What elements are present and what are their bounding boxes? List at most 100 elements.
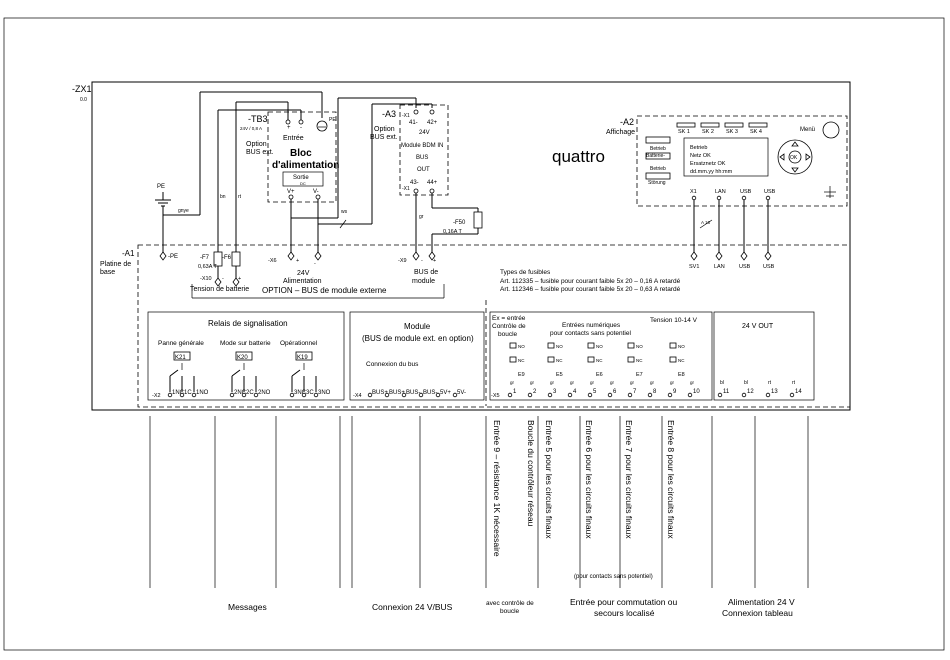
terminal-icon xyxy=(401,392,407,398)
pe-main-group: PE -PE gnye xyxy=(155,91,323,261)
terminal-icon xyxy=(229,392,235,398)
terminal-icon xyxy=(716,195,722,201)
label-messages: Messages xyxy=(228,602,267,612)
fuse-f50 xyxy=(473,211,483,229)
out-term-4: 14 xyxy=(795,389,802,395)
zx1-sub: 0.0 xyxy=(80,97,87,103)
fuses-f7-f6: -F7 0,63A T -F6 -X10 - + Tension de batt… xyxy=(190,251,249,293)
relais-block: Relais de signalisation Panne généraleK2… xyxy=(147,311,345,401)
tb3-v-minus: V- xyxy=(313,189,319,195)
nc-contact-icon xyxy=(587,356,595,363)
out-wire-4: rt xyxy=(792,380,796,386)
a2-menu: Menü xyxy=(800,127,815,133)
input-term-2: 2 xyxy=(533,389,537,395)
terminal-icon xyxy=(301,392,307,398)
no-contact-icon xyxy=(669,342,677,349)
input-wire-3: gr xyxy=(550,380,555,385)
a2-affichage: Affichage xyxy=(606,129,635,136)
module-sub: (BUS de module ext. en option) xyxy=(362,334,474,343)
terminal-icon xyxy=(384,392,390,398)
inputs-title1: Entrées numériques xyxy=(562,322,621,329)
port-bottom-1: SV1 xyxy=(689,264,699,270)
led-betrieb: Betrieb xyxy=(650,146,666,152)
terminal-icon xyxy=(452,392,458,398)
terminal-icon xyxy=(667,392,673,398)
relay-ref-2: K20 xyxy=(237,355,248,361)
terminal-icon xyxy=(253,392,259,398)
led-batterie-2: Betrieb xyxy=(650,166,666,172)
module-block: Module (BUS de module ext. en option) Co… xyxy=(349,311,485,401)
x10-minus: - xyxy=(222,276,224,282)
wire-rt: rt xyxy=(238,194,242,200)
sk-key-icon xyxy=(724,122,744,128)
relais-group-name-2: Mode sur batterie xyxy=(220,340,271,347)
option-bus-label: OPTION – BUS de module externe xyxy=(262,286,387,295)
a2-ref: -A2 xyxy=(620,117,634,127)
x5-label: -X5 xyxy=(491,393,500,399)
relay-term-2-3: 2NO xyxy=(258,390,271,396)
a1-sub2: base xyxy=(100,269,115,276)
terminal-icon xyxy=(741,195,747,201)
x9-bus1: BUS de xyxy=(414,269,438,276)
sk-label-4: SK 4 xyxy=(750,129,762,135)
label-avec1: avec contrôle de xyxy=(486,600,534,607)
led-batterie: Batterie- xyxy=(646,153,665,159)
x6-label: -X6 xyxy=(268,258,277,264)
zx1-label: -ZX1 xyxy=(72,84,92,94)
port-top-4: USB xyxy=(764,189,776,195)
tb3-pe: PE xyxy=(329,117,336,123)
input-wire-7: gr xyxy=(630,380,635,385)
switch-nc-3: NC xyxy=(596,358,603,363)
a3-t42: 42+ xyxy=(427,120,438,126)
a1-board xyxy=(137,244,851,408)
tb3-ref: -TB3 xyxy=(248,114,268,124)
input-wire-5: gr xyxy=(590,380,595,385)
out-wire-1: bl xyxy=(720,380,724,386)
input-term-5: 5 xyxy=(593,389,597,395)
relay-coil-icon xyxy=(235,351,253,361)
terminal-icon xyxy=(627,392,633,398)
x10-label: -X10 xyxy=(200,276,212,282)
terminal-icon xyxy=(418,392,424,398)
a3-bus: BUS xyxy=(416,155,428,161)
page-border xyxy=(3,17,945,651)
tb3-option2: BUS ext. xyxy=(246,149,274,156)
terminal-icon xyxy=(647,392,653,398)
label-entree1: Entrée pour commutation ou xyxy=(570,597,678,607)
fuse-f6 xyxy=(231,251,241,267)
tb3-option1: Option xyxy=(246,141,267,148)
input-wire-6: gr xyxy=(610,380,615,385)
no-contact-icon xyxy=(509,342,517,349)
module-outline xyxy=(349,311,485,401)
label-avec2: boucle xyxy=(500,608,520,615)
module-term-4: BUS- xyxy=(423,390,437,396)
no-contact-icon xyxy=(627,342,635,349)
input-wire-8: gr xyxy=(650,380,655,385)
input-wire-4: gr xyxy=(570,380,575,385)
pe-main-label: PE xyxy=(157,184,165,190)
input-term-3: 3 xyxy=(553,389,557,395)
out-term-2: 12 xyxy=(747,389,754,395)
module-term-3: BUS- xyxy=(406,390,420,396)
tb3-v-plus: V+ xyxy=(287,189,295,195)
port-top-2: LAN xyxy=(715,189,726,195)
f50-rating: 0,16A T xyxy=(443,229,462,235)
terminal-icon xyxy=(241,392,247,398)
a3-v: 24V xyxy=(419,130,430,136)
lcd-line-4: dd.mm.yy hh:mm xyxy=(690,169,733,175)
relay-ref-1: K21 xyxy=(175,355,186,361)
a2-ok: OK xyxy=(790,155,798,161)
fuse-types-title: Types de fusibles xyxy=(500,269,551,276)
input-e-label-5: E8 xyxy=(678,372,685,378)
terminal-icon xyxy=(717,392,723,398)
terminal-icon xyxy=(765,392,771,398)
relay-coil-icon xyxy=(173,351,191,361)
out24-outline xyxy=(713,311,815,401)
terminal-icon xyxy=(789,392,795,398)
arrow-down-icon xyxy=(791,167,799,173)
sans-potentiel: (pour contacts sans potentiel) xyxy=(574,574,653,580)
sk-label-2: SK 2 xyxy=(702,129,714,135)
terminal-icon xyxy=(167,392,173,398)
label-alim2: Connexion tableau xyxy=(722,608,793,618)
